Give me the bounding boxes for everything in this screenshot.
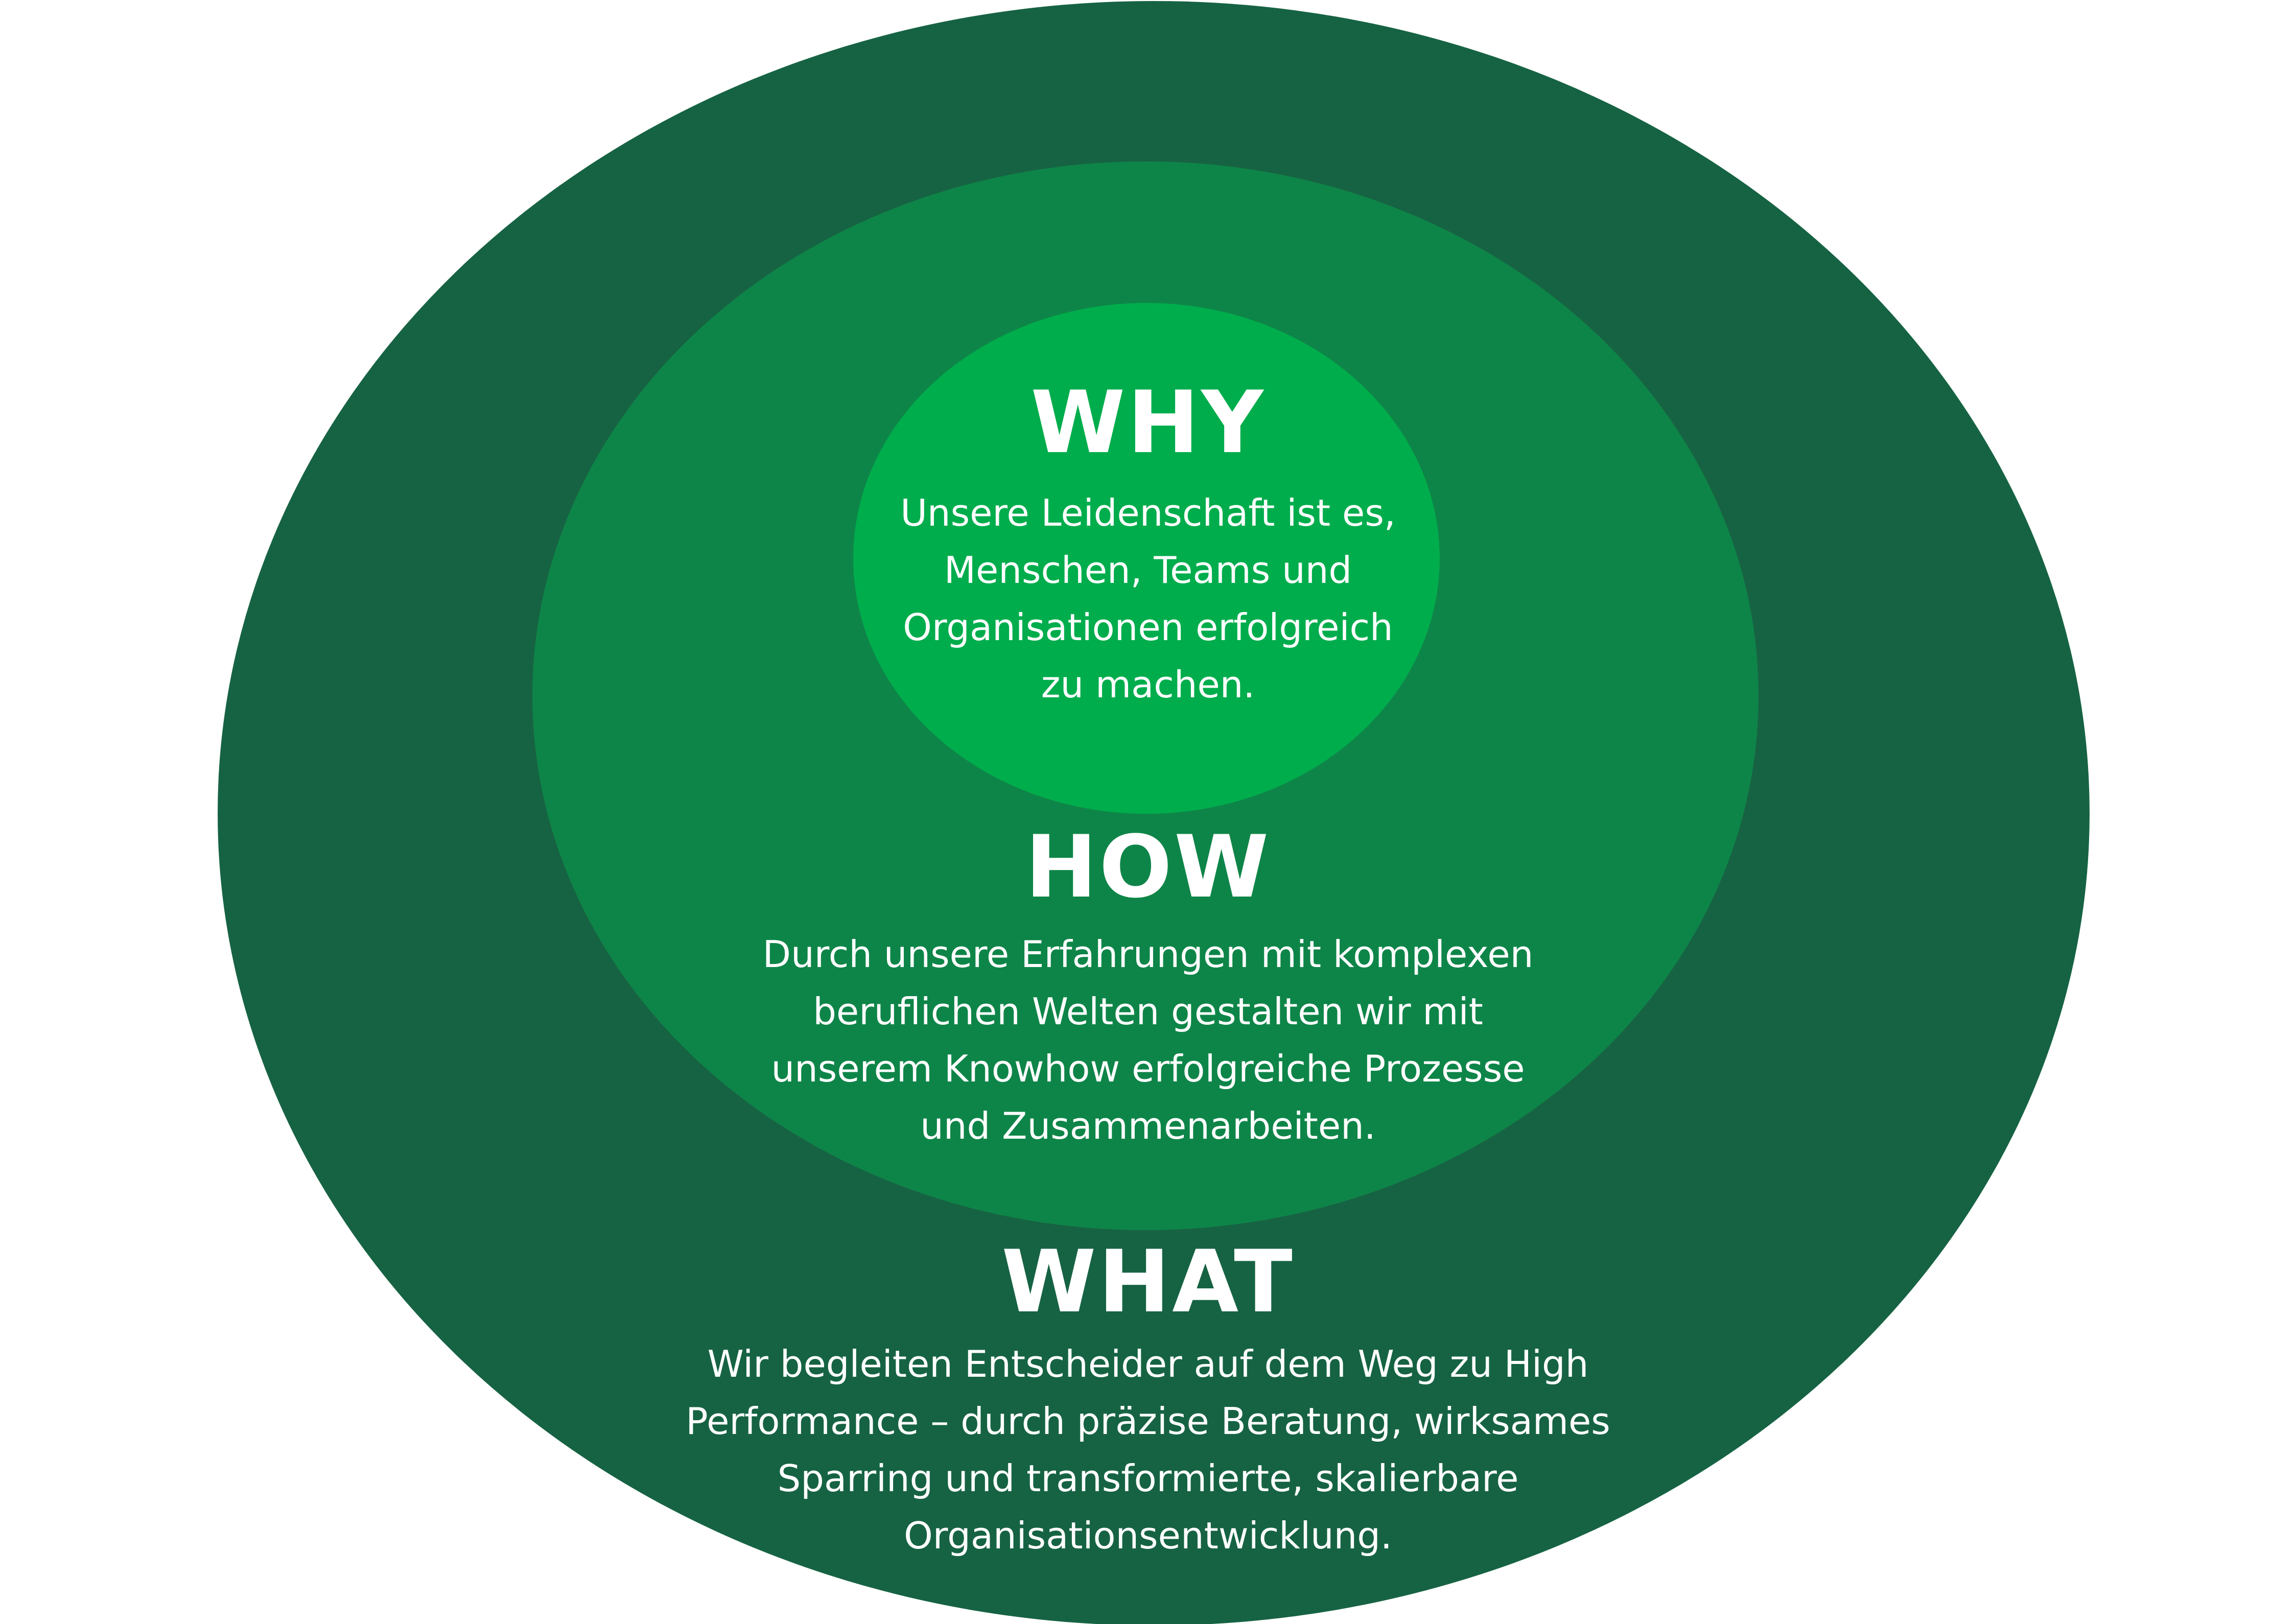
what-line: Wir begleiten Entscheider auf dem Weg zu…: [707, 1343, 1589, 1385]
how-line: und Zusammenarbeiten.: [920, 1104, 1376, 1147]
why-heading: WHY: [1030, 372, 1266, 473]
how-line: unserem Knowhow erfolgreiche Prozesse: [771, 1047, 1525, 1090]
why-text: Unsere Leidenschaft ist es, Menschen, Te…: [0, 484, 2296, 713]
why-line: zu machen.: [1041, 663, 1255, 706]
why-line: Organisationen erfolgreich: [903, 606, 1393, 649]
why-line: Menschen, Teams und: [944, 549, 1352, 592]
how-line: beruflichen Welten gestalten wir mit: [813, 990, 1483, 1033]
what-line: Sparring und transformierte, skalierbare: [777, 1457, 1519, 1500]
how-heading: HOW: [1025, 817, 1271, 917]
what-text: Wir begleiten Entscheider auf dem Weg zu…: [0, 1335, 2296, 1564]
what-line: Performance – durch präzise Beratung, wi…: [686, 1400, 1610, 1443]
why-ring: [853, 303, 1440, 814]
how-text: Durch unsere Erfahrungen mit komplexen b…: [0, 926, 2296, 1155]
why-line: Unsere Leidenschaft ist es,: [900, 491, 1396, 534]
how-line: Durch unsere Erfahrungen mit komplexen: [762, 933, 1534, 976]
what-line: Organisationsentwicklung.: [904, 1514, 1392, 1557]
what-heading: WHAT: [1001, 1232, 1295, 1332]
